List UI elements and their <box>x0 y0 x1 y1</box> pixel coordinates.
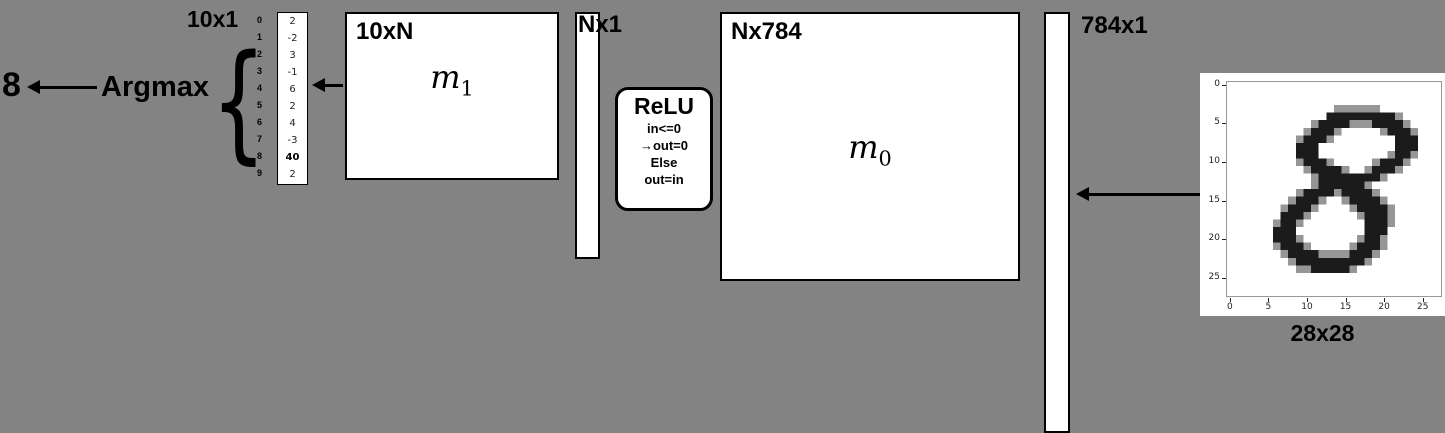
vector-row-value: -1 <box>287 67 298 78</box>
y-tick-label: 15 <box>1208 194 1220 205</box>
vector-row-value: 6 <box>289 84 296 95</box>
y-tick-mark <box>1222 200 1226 202</box>
input-vector <box>1044 12 1070 433</box>
layer1-matrix-symbol: m1 <box>347 58 557 100</box>
y-tick-mark <box>1222 277 1226 279</box>
matrix-subscript: 0 <box>878 146 892 171</box>
relu-rule-line: →out=0 <box>639 138 689 153</box>
x-tick-label: 5 <box>1265 302 1272 312</box>
arrow-image-to-input <box>1076 187 1200 201</box>
y-tick-mark <box>1222 84 1226 86</box>
arrowhead-left-icon <box>1076 187 1089 201</box>
output-vector: 2 -2 3 -1 6 2 4 -3 40 2 <box>277 12 308 185</box>
vector-row-value: 3 <box>289 50 296 61</box>
x-tick-mark <box>1345 298 1347 302</box>
input-vector-dims-label: 784x1 <box>1081 12 1148 39</box>
arrowhead-left-icon <box>312 78 325 92</box>
output-vector-indices: 0 1 2 3 4 5 6 7 8 9 <box>240 12 262 182</box>
y-tick-label: 0 <box>1214 78 1220 89</box>
vector-row-value: 2 <box>289 169 296 180</box>
curly-brace-icon: { <box>211 28 267 177</box>
vector-row-index: 4 <box>256 83 262 93</box>
y-tick-label: 20 <box>1208 233 1220 244</box>
arrow-shaft <box>36 85 97 89</box>
layer1-dims-label: 10xN <box>356 18 414 45</box>
layer0-weight-matrix: Nx784 m0 <box>720 12 1020 281</box>
matrix-name: m <box>848 128 879 166</box>
arrow-shaft <box>1085 192 1200 196</box>
hidden-vector-dims-label: Nx1 <box>578 11 623 38</box>
vector-row-value: -2 <box>287 33 298 44</box>
vector-row-value: 40 <box>285 152 300 163</box>
layer1-weight-matrix: 10xN m1 <box>345 12 559 180</box>
x-tick-mark <box>1384 298 1386 302</box>
digit-image <box>1227 82 1441 296</box>
y-tick-label: 5 <box>1214 117 1220 128</box>
y-tick-mark <box>1222 162 1226 163</box>
x-tick-label: 0 <box>1226 302 1233 312</box>
x-tick-label: 15 <box>1339 302 1352 312</box>
arrowhead-left-icon <box>27 80 40 94</box>
vector-row-value: 2 <box>289 16 296 27</box>
relu-rule-line: Else <box>650 155 678 170</box>
relu-rule-line: in<=0 <box>647 121 681 136</box>
y-tick-mark <box>1222 123 1226 125</box>
x-tick-mark <box>1422 298 1424 302</box>
y-tick-label: 25 <box>1208 271 1220 282</box>
vector-row-value: 2 <box>289 101 296 112</box>
y-tick-label: 10 <box>1208 156 1220 166</box>
x-tick-label: 20 <box>1378 302 1390 312</box>
layer0-dims-label: Nx784 <box>731 18 802 45</box>
vector-row-index: 1 <box>256 32 262 42</box>
vector-row-index: 8 <box>256 151 262 161</box>
x-tick-label: 25 <box>1416 302 1429 312</box>
matrix-subscript: 1 <box>460 76 474 101</box>
vector-row-index: 6 <box>256 117 262 127</box>
matrix-name: m <box>430 58 461 96</box>
vector-row-index: 9 <box>256 168 262 178</box>
vector-row-index: 2 <box>256 49 262 59</box>
vector-row-value: 4 <box>289 118 296 129</box>
image-size-label: 28x28 <box>1290 320 1355 346</box>
arrow-argmax-to-output <box>27 80 97 94</box>
vector-row-index: 5 <box>256 100 262 110</box>
x-tick-label: 10 <box>1301 302 1313 312</box>
mnist-figure: 0 5 10 15 20 25 0 5 10 15 20 25 <box>1200 73 1445 316</box>
arrow-shaft <box>321 83 343 87</box>
predicted-digit: 8 <box>2 66 21 104</box>
vector-row-index: 0 <box>256 15 262 25</box>
output-vector-dims-label: 10x1 <box>187 6 239 32</box>
relu-title: ReLU <box>633 93 695 119</box>
vector-row-value: -3 <box>287 135 298 146</box>
arrow-layer1-to-vector <box>312 78 343 92</box>
hidden-vector <box>575 12 600 259</box>
x-tick-mark <box>1307 298 1308 302</box>
mnist-axes <box>1226 81 1442 297</box>
y-tick-mark <box>1222 239 1226 241</box>
vector-row-index: 7 <box>256 134 262 144</box>
argmax-label: Argmax <box>101 71 209 103</box>
relu-rule-line: out=in <box>644 172 684 187</box>
x-tick-mark <box>1229 298 1231 302</box>
layer0-matrix-symbol: m0 <box>722 128 1018 170</box>
vector-row-index: 3 <box>256 66 262 76</box>
x-tick-mark <box>1268 298 1270 302</box>
